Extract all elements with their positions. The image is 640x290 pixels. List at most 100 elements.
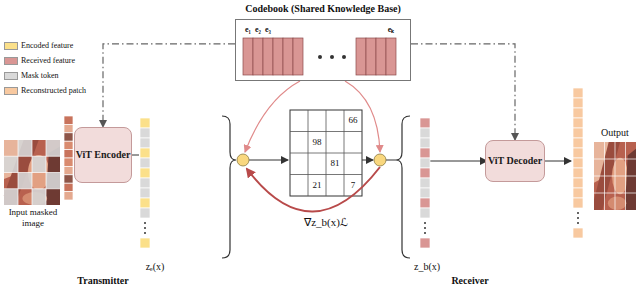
masked-patch	[46, 173, 60, 189]
encoded-feature-cell	[140, 188, 150, 198]
masked-patch	[4, 156, 18, 172]
legend-text: Received feature	[21, 56, 75, 66]
reconstructed-patch-cell	[573, 108, 583, 118]
image-patch	[64, 183, 73, 191]
ellipsis-dot	[342, 55, 346, 59]
image-patch	[64, 166, 73, 174]
ellipsis-dot	[330, 55, 334, 59]
received-feature-cell	[420, 238, 430, 248]
masked-patch	[32, 156, 46, 172]
encoded-feature-cell	[140, 118, 150, 128]
grid-lines	[290, 110, 362, 196]
dash-dot-connector	[103, 44, 235, 127]
input-masked-image	[4, 140, 60, 205]
codeword-cell	[253, 38, 263, 75]
reconstructed-patch-cell	[573, 88, 583, 98]
ellipsis-dot	[577, 212, 579, 214]
ellipsis-dot	[424, 222, 426, 224]
symbol-label: z_b(x)	[403, 261, 451, 273]
reconstructed-patch-cell	[573, 138, 583, 148]
box-label: ViT Encoder	[76, 149, 131, 161]
ellipsis-dot	[577, 217, 579, 219]
image-patch	[64, 133, 73, 141]
codebook-box: Codebook (Shared Knowledge Base)	[235, 19, 411, 81]
symbol-label: zₑ(x)	[135, 261, 175, 273]
masked-patch	[46, 140, 60, 156]
wire	[386, 160, 396, 161]
index-number: 21	[308, 180, 326, 191]
masked-patch	[18, 140, 32, 156]
reconstructed-patch-cell	[573, 128, 583, 138]
codeword-cell	[283, 38, 293, 75]
arrow	[430, 161, 487, 162]
ellipsis-dot	[424, 227, 426, 229]
arrow	[541, 161, 571, 162]
received-feature-cell	[420, 118, 430, 128]
image-caption: Output	[590, 127, 640, 139]
encoded-feature-cell	[140, 198, 150, 208]
encoded-feature-cell	[140, 138, 150, 148]
received-feature-cell	[420, 208, 430, 218]
decoder-box: ViT Decoder	[485, 140, 545, 182]
legend-text: Encoded feature	[21, 41, 73, 51]
reconstructed-patch-cell	[573, 148, 583, 158]
picture-ground	[594, 142, 636, 210]
masked-patch	[18, 173, 32, 189]
picture-hair	[625, 149, 636, 210]
picture-ground	[4, 140, 60, 205]
reconstructed-patch-cell	[573, 228, 583, 238]
codebook-index-grid	[290, 110, 362, 196]
masked-patch	[4, 189, 18, 205]
reconstructed-patch-cell	[573, 178, 583, 188]
reconstructed-patch-cell	[573, 158, 583, 168]
reconstructed-patch-cell	[573, 198, 583, 208]
index-number: 7	[344, 180, 362, 191]
received-feature-cell	[420, 178, 430, 188]
box-heading: Codebook (Shared Knowledge Base)	[245, 3, 401, 15]
ellipsis-dot	[144, 227, 146, 229]
index-number: 66	[344, 115, 362, 126]
summation-node	[374, 154, 386, 166]
received-feature-cell	[420, 188, 430, 198]
encoded-feature-cell	[140, 208, 150, 218]
picture-shoulder	[608, 196, 626, 210]
image-patch	[64, 141, 73, 149]
reconstructed-patch-cell	[573, 188, 583, 198]
received-feature-cell	[420, 168, 430, 178]
curly-bracket	[222, 116, 236, 258]
encoded-feature-cell	[140, 158, 150, 168]
encoded-feature-cell	[140, 178, 150, 188]
reconstructed-patch-cell	[573, 98, 583, 108]
patch-grid	[594, 142, 636, 210]
curly-bracket	[396, 116, 410, 258]
image-patch	[64, 192, 73, 200]
codeword-label: e₂	[253, 25, 263, 35]
encoder-box: ViT Encoder	[74, 127, 132, 183]
codeword-cell	[386, 38, 396, 75]
arrow	[362, 160, 373, 161]
legend-text: Mask token	[21, 71, 59, 81]
ellipsis-dot	[577, 222, 579, 224]
codeword-cell	[376, 38, 386, 75]
image-patch	[64, 175, 73, 183]
codebook-lookup-arrow	[345, 81, 380, 152]
image-patch	[64, 150, 73, 158]
codeword-cell	[293, 38, 303, 75]
ellipsis-dot	[318, 55, 322, 59]
codeword-label: e₁	[243, 25, 253, 35]
codeword-label: e₃	[263, 25, 273, 35]
index-number: 81	[326, 158, 344, 169]
codeword-cell	[366, 38, 376, 75]
codeword-cell	[263, 38, 273, 75]
codeword-cell	[356, 38, 366, 75]
section-label: Receiver	[430, 275, 510, 287]
encoded-feature-cell	[140, 238, 150, 248]
codeword-cell	[243, 38, 253, 75]
section-label: Transmitter	[63, 275, 143, 287]
dash-dot-connector	[411, 44, 515, 140]
encoded-feature-cell	[140, 128, 150, 138]
image-patch	[64, 124, 73, 132]
reconstructed-patch-cell	[573, 118, 583, 128]
legend-text: Reconstructed patch	[21, 86, 86, 96]
codeword-cell	[273, 38, 283, 75]
